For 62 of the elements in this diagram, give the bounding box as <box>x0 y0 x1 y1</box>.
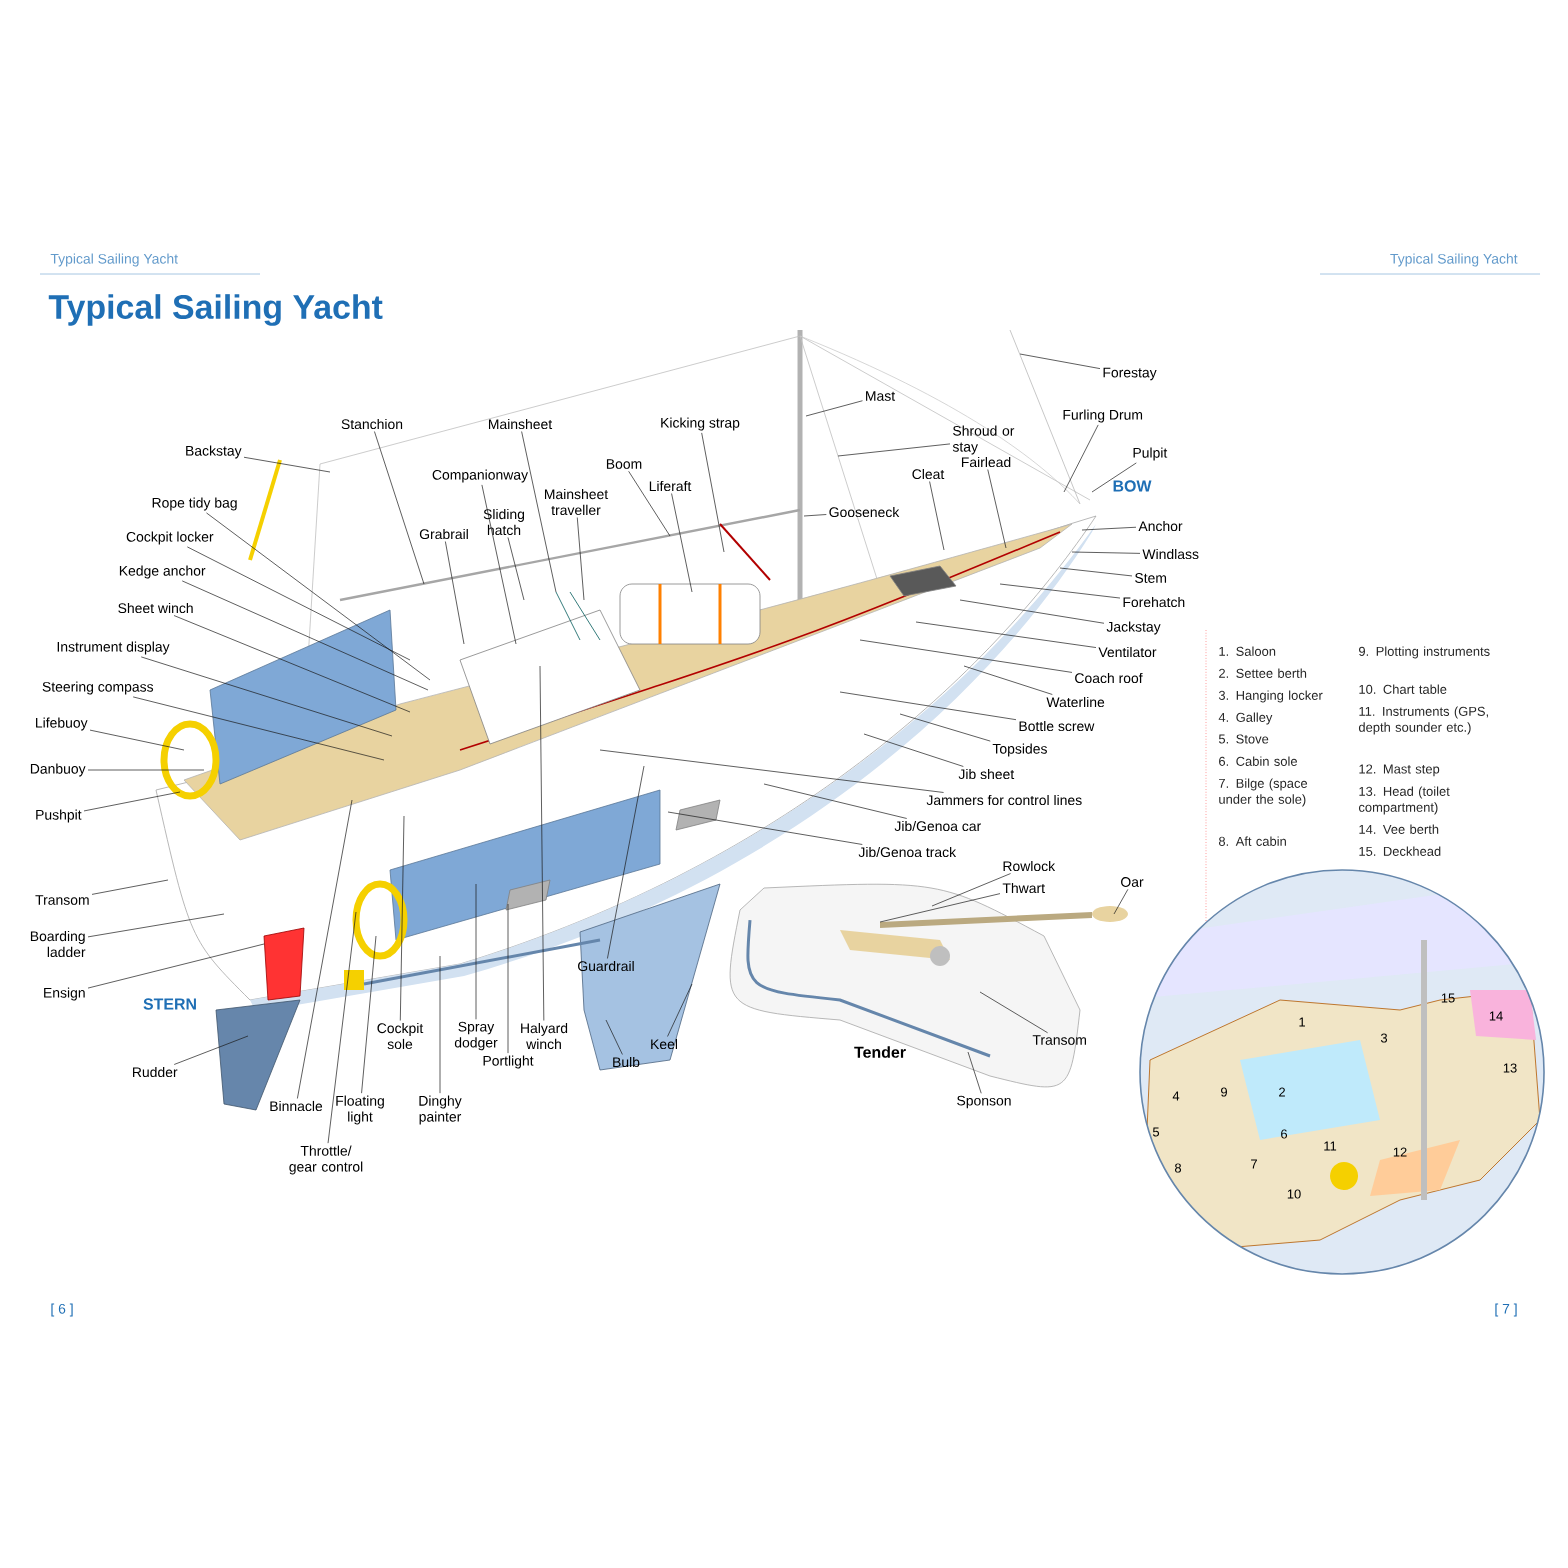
title: Typical Sailing Yacht <box>48 294 383 326</box>
leader-line <box>667 811 863 845</box>
leader-line <box>931 873 1011 907</box>
leader-line <box>1059 567 1133 577</box>
leader-line <box>999 583 1121 599</box>
leader-line <box>186 546 411 661</box>
leader-line <box>863 733 964 767</box>
leader-line <box>1081 526 1137 531</box>
leader-line <box>132 696 385 761</box>
leader-line <box>361 935 377 1094</box>
leader-line <box>701 432 725 553</box>
leader-line <box>899 713 991 742</box>
leader-line <box>805 400 863 417</box>
leader-line <box>963 665 1053 695</box>
leader-line <box>539 665 545 1021</box>
leader-line <box>243 456 331 473</box>
leader-line <box>628 470 671 537</box>
leader-line <box>87 943 265 989</box>
leader-line <box>607 765 645 959</box>
leader-line <box>206 512 431 681</box>
leader-line <box>929 481 945 551</box>
leader-line <box>507 537 525 601</box>
leader-line <box>87 769 205 771</box>
leader-line <box>1019 353 1101 369</box>
leader-line <box>83 791 181 812</box>
leader-line <box>521 431 557 593</box>
leader-line <box>327 911 357 1144</box>
leader-line <box>91 879 169 895</box>
leader-line <box>671 493 693 593</box>
leader-line <box>481 484 517 645</box>
leader-line <box>915 621 1097 648</box>
leader-line <box>374 431 425 585</box>
leader-line <box>173 1035 249 1065</box>
leader-line <box>475 883 477 1020</box>
leader-line <box>859 639 1073 673</box>
leader-line <box>181 580 429 691</box>
leader-line <box>837 443 951 457</box>
leader-line <box>297 799 353 1099</box>
leader-line <box>439 955 441 1094</box>
leader-line <box>979 991 1048 1034</box>
leader-line <box>1113 889 1129 915</box>
leader-line <box>763 783 908 819</box>
leader-line <box>87 913 225 938</box>
leader-line <box>89 729 185 751</box>
leader-line <box>959 599 1105 624</box>
leader-line <box>987 469 1007 549</box>
leader-line <box>399 815 405 1021</box>
leader-line <box>599 749 944 793</box>
leader-line <box>173 615 411 713</box>
leader-line <box>1063 424 1099 493</box>
leader-line <box>803 514 827 517</box>
leader-line <box>839 691 1017 720</box>
leader-line <box>967 1051 982 1094</box>
leader-line <box>667 983 693 1037</box>
leader-line <box>507 903 509 1054</box>
leader-line <box>445 541 465 645</box>
leader-line <box>576 517 585 601</box>
leader-line <box>1091 462 1137 493</box>
leader-line <box>605 1019 623 1055</box>
leader-line <box>140 656 393 737</box>
leader-line <box>1071 551 1141 554</box>
leader-line <box>879 893 1001 923</box>
